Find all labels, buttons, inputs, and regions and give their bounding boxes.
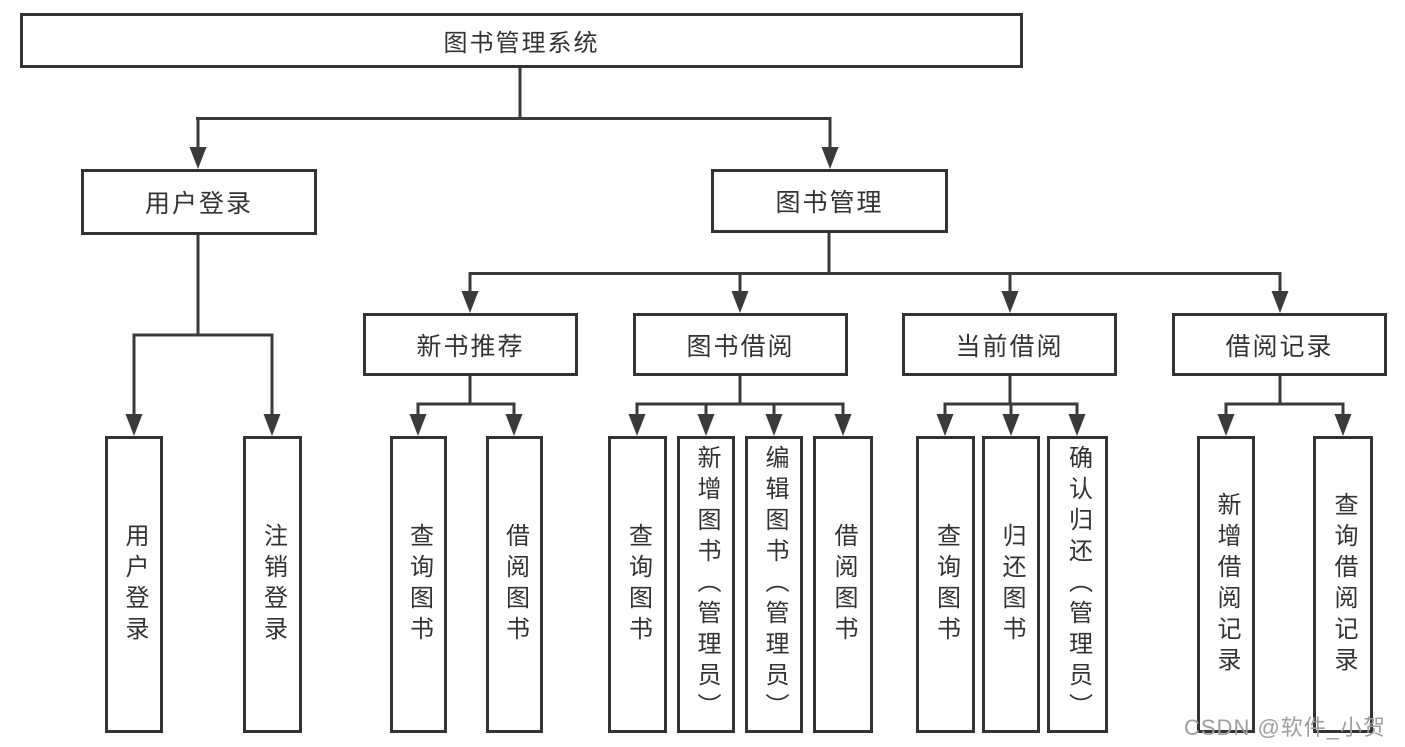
leaf-bb-add-books-admin: 新增图书（管理员） [677, 436, 735, 733]
leaf-cb-return-books: 归还图书 [982, 436, 1040, 733]
node-root: 图书管理系统 [20, 13, 1023, 68]
leaf-logout-login: 注销登录 [243, 436, 302, 733]
leaf-user-login: 用户登录 [105, 436, 163, 733]
node-book-borrow: 图书借阅 [633, 313, 848, 376]
node-new-book-recommend: 新书推荐 [363, 313, 578, 376]
leaf-bb-query-books: 查询图书 [608, 436, 667, 733]
node-borrow-records: 借阅记录 [1172, 313, 1387, 376]
watermark-text: CSDN @软件_小贺同学 [1184, 715, 1387, 740]
node-current-borrow: 当前借阅 [902, 313, 1117, 376]
leaf-bb-borrow-books: 借阅图书 [813, 436, 873, 733]
leaf-br-add-record: 新增借阅记录 [1197, 436, 1255, 733]
node-user-login: 用户登录 [81, 169, 317, 235]
node-book-management: 图书管理 [711, 169, 948, 233]
leaf-cb-confirm-return-admin: 确认归还（管理员） [1047, 436, 1108, 733]
leaf-bb-edit-books-admin: 编辑图书（管理员） [745, 436, 803, 733]
leaf-nbr-borrow-books: 借阅图书 [486, 436, 543, 733]
leaf-br-query-record: 查询借阅记录 [1313, 436, 1373, 733]
leaf-nbr-query-books: 查询图书 [390, 436, 447, 733]
leaf-cb-query-books: 查询图书 [916, 436, 975, 733]
